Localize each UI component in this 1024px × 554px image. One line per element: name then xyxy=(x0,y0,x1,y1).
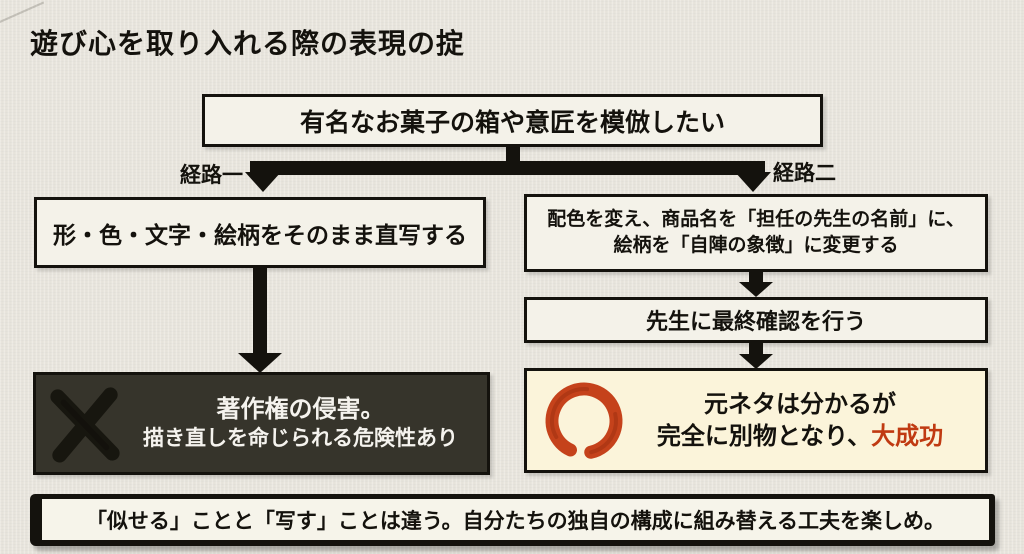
arrow-down-icon xyxy=(238,353,282,373)
arrow-down-icon xyxy=(735,172,771,192)
path-two-arrow-shaft-2 xyxy=(749,343,763,355)
enso-circle-icon xyxy=(541,375,627,467)
conclusion-box: 「似せる」ことと「写す」ことは違う。自分たちの独自の構成に組み替える工夫を楽しめ… xyxy=(30,494,995,546)
brush-x-icon xyxy=(46,383,124,465)
path-two-check-label: 先生に最終確認を行う xyxy=(645,309,866,334)
path-one-result-box: 著作権の侵害。 描き直しを命じられる危険性あり xyxy=(33,372,490,475)
path-one-arrow-shaft xyxy=(253,268,267,354)
path-two-result-box: 元ネタは分かるが 完全に別物となり、大成功 xyxy=(524,368,988,473)
path-two-label: 経路二 xyxy=(773,162,836,185)
arrow-down-icon xyxy=(245,172,281,192)
path-one-step-label: 形・色・文字・絵柄をそのまま直写する xyxy=(53,221,467,248)
page-title: 遊び心を取り入れる際の表現の掟 xyxy=(30,28,466,59)
success-emphasis: 大成功 xyxy=(871,422,944,450)
path-one-result-text: 著作権の侵害。 描き直しを命じられる危険性あり xyxy=(143,396,458,451)
arrow-down-icon xyxy=(739,354,773,369)
flow-root-label: 有名なお菓子の箱や意匠を模倣したい xyxy=(299,108,725,137)
path-two-arrow-shaft xyxy=(749,272,763,283)
root-connector-stub xyxy=(506,145,520,165)
conclusion-text: 「似せる」ことと「写す」ことは違う。自分たちの独自の構成に組み替える工夫を楽しめ… xyxy=(85,509,946,533)
path-one-step-box: 形・色・文字・絵柄をそのまま直写する xyxy=(34,197,486,268)
branch-connector-bar xyxy=(250,161,765,175)
path-one-label: 経路一 xyxy=(180,164,243,187)
path-two-check-box: 先生に最終確認を行う xyxy=(524,297,988,343)
arrow-down-icon xyxy=(739,282,773,297)
path-two-result-text: 元ネタは分かるが 完全に別物となり、大成功 xyxy=(656,391,944,450)
path-two-step-box: 配色を変え、商品名を「担任の先生の名前」に、 絵柄を「自陣の象徴」に変更する xyxy=(524,194,988,272)
flow-root-box: 有名なお菓子の箱や意匠を模倣したい xyxy=(202,94,823,147)
path-two-step-label: 配色を変え、商品名を「担任の先生の名前」に、 絵柄を「自陣の象徴」に変更する xyxy=(547,209,965,256)
